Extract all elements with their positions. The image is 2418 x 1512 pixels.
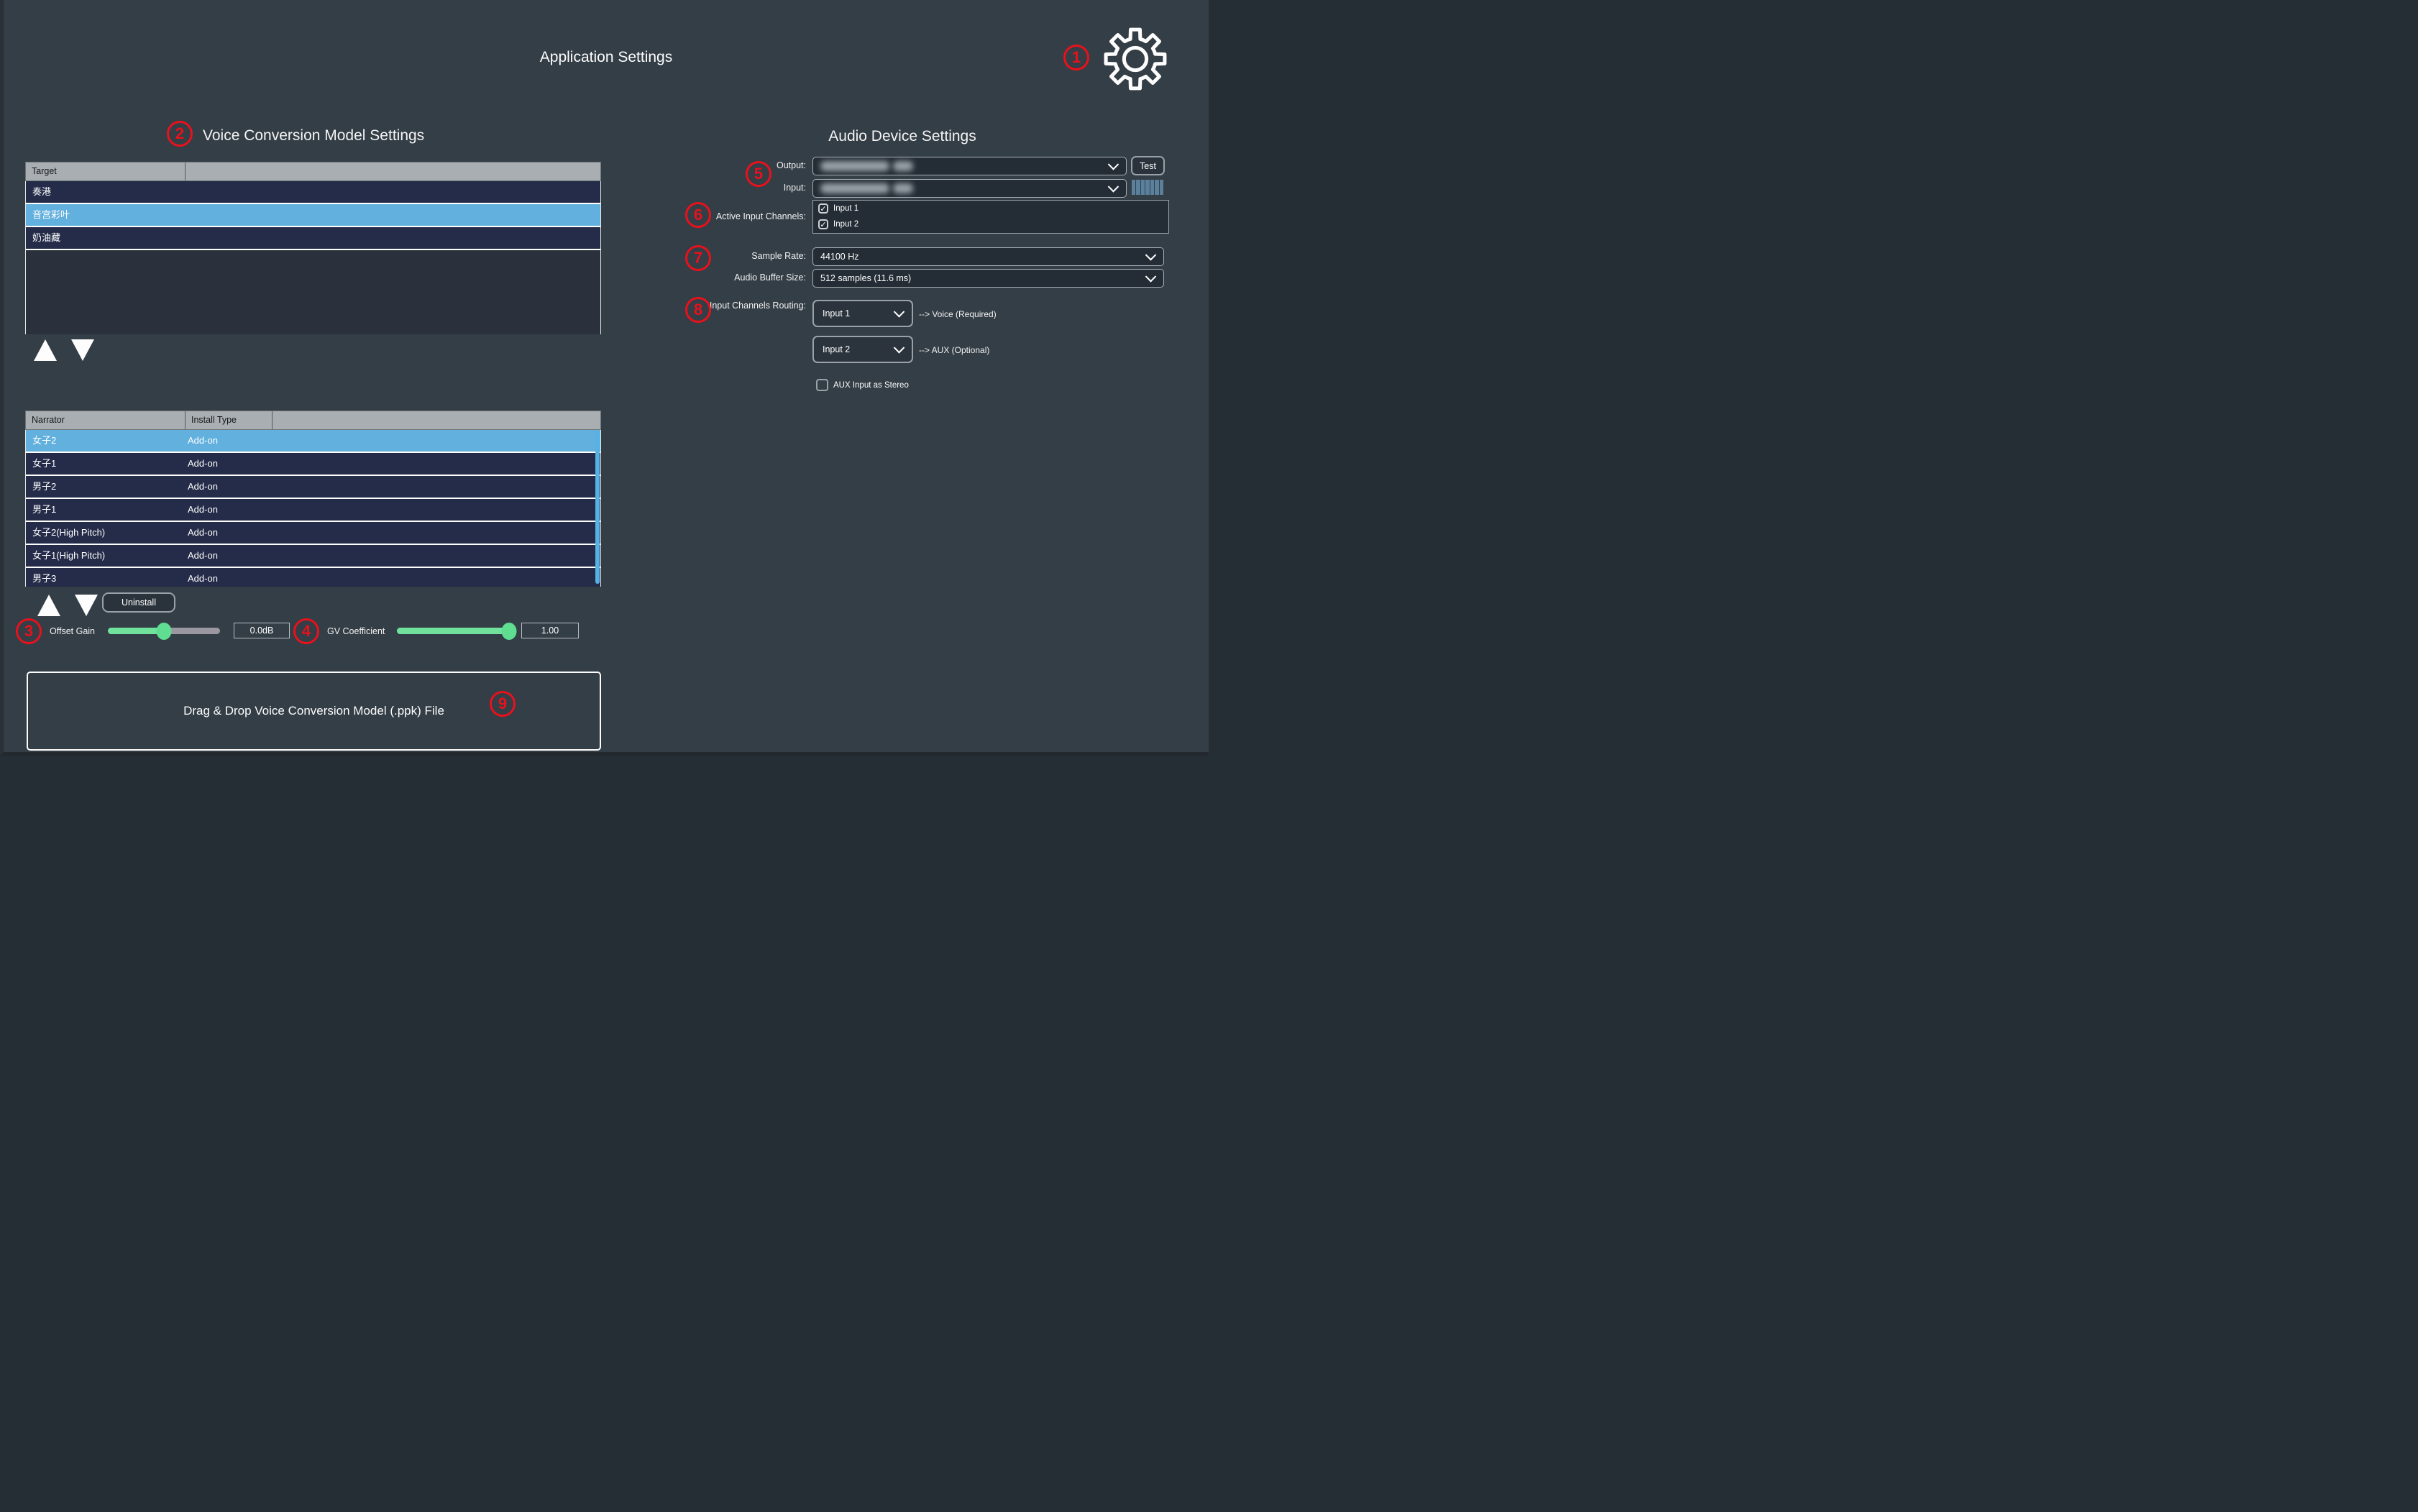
table-row-selected[interactable]: 女子2 Add-on (26, 430, 600, 453)
chevron-down-icon (893, 306, 905, 318)
chevron-down-icon (1145, 249, 1157, 261)
table-row[interactable]: 男子2 Add-on (26, 476, 600, 499)
redacted-device-name (820, 183, 889, 193)
move-up-button[interactable] (34, 339, 57, 361)
active-input-channels-label: Active Input Channels: (715, 211, 806, 221)
channel-checkbox-row[interactable]: ✓ Input 2 (818, 219, 858, 229)
aux-stereo-label: AUX Input as Stereo (833, 380, 909, 390)
sample-rate-label: Sample Rate: (751, 251, 806, 261)
chevron-down-icon (1145, 271, 1157, 283)
target-table-header: Target (25, 162, 601, 181)
table-row[interactable]: 女子2(High Pitch) Add-on (26, 522, 600, 545)
annotation-1: 1 (1063, 45, 1089, 70)
input-device-dropdown[interactable] (812, 179, 1127, 198)
table-row[interactable]: 奏港 (26, 181, 600, 204)
chevron-down-icon (1107, 159, 1119, 170)
channel-checkbox-row[interactable]: ✓ Input 1 (818, 203, 858, 214)
channel-label: Input 2 (833, 220, 859, 229)
header-divider (185, 162, 186, 180)
table-scrollbar[interactable] (595, 431, 600, 584)
model-file-dropzone[interactable]: Drag & Drop Voice Conversion Model (.ppk… (27, 672, 601, 751)
aux-stereo-checkbox-row[interactable]: AUX Input as Stereo (816, 379, 909, 391)
checkbox-checked-icon[interactable]: ✓ (818, 219, 828, 229)
test-button[interactable]: Test (1131, 156, 1165, 175)
narrator-table-body: 女子2 Add-on 女子1 Add-on 男子2 Add-on 男子1 Add… (25, 430, 601, 587)
application-settings-window: Application Settings 1 2 Voice Conversio… (0, 0, 1209, 756)
chevron-down-icon (1107, 181, 1119, 193)
chevron-down-icon (893, 342, 905, 354)
aux-routing-value: Input 2 (823, 344, 851, 354)
annotation-4: 4 (293, 618, 319, 644)
checkbox-checked-icon[interactable]: ✓ (818, 203, 828, 214)
move-down-button[interactable] (71, 339, 94, 361)
channel-label: Input 1 (833, 204, 859, 213)
input-level-meter (1132, 180, 1163, 195)
audio-buffer-size-value: 512 samples (11.6 ms) (820, 273, 912, 283)
output-label: Output: (777, 160, 806, 170)
annotation-3: 3 (16, 618, 42, 644)
offset-gain-value[interactable]: 0.0dB (234, 623, 290, 638)
annotation-9: 9 (490, 691, 516, 717)
input-channels-routing-label: Input Channels Routing: (709, 301, 806, 311)
redacted-device-name (893, 161, 913, 171)
offset-gain-label: Offset Gain (50, 626, 95, 636)
move-up-button[interactable] (37, 595, 60, 616)
audio-device-section-title: Audio Device Settings (828, 128, 976, 145)
gv-coefficient-slider[interactable] (397, 622, 517, 640)
slider-fill (397, 628, 509, 634)
annotation-6: 6 (685, 202, 711, 228)
target-column-header: Target (32, 166, 57, 176)
aux-routing-target: --> AUX (Optional) (919, 345, 990, 355)
table-row[interactable]: 女子1 Add-on (26, 453, 600, 476)
header-divider (272, 411, 273, 429)
narrator-table-header: Narrator Install Type (25, 411, 601, 430)
narrator-table: Narrator Install Type 女子2 Add-on 女子1 Add… (25, 411, 601, 587)
uninstall-button[interactable]: Uninstall (102, 592, 175, 613)
annotation-7: 7 (685, 245, 711, 271)
voice-routing-target: --> Voice (Required) (919, 309, 997, 319)
aux-routing-dropdown[interactable]: Input 2 (812, 336, 913, 363)
voice-routing-value: Input 1 (823, 308, 851, 319)
table-row[interactable]: 男子1 Add-on (26, 499, 600, 522)
move-down-button[interactable] (75, 595, 98, 616)
slider-thumb[interactable] (156, 622, 172, 640)
gv-coefficient-label: GV Coefficient (327, 626, 385, 636)
install-type-column-header: Install Type (191, 415, 237, 425)
input-label: Input: (783, 183, 806, 193)
checkbox-unchecked-icon[interactable] (816, 379, 828, 391)
annotation-5: 5 (746, 161, 771, 187)
table-row[interactable]: 男子3 Add-on (26, 568, 600, 587)
redacted-device-name (893, 183, 913, 193)
page-title: Application Settings (539, 49, 673, 65)
output-device-dropdown[interactable] (812, 157, 1127, 175)
header-divider (185, 411, 186, 429)
table-row-selected[interactable]: 音宫彩叶 (26, 204, 600, 227)
target-table-body: 奏港 音宫彩叶 奶油藏 (25, 181, 601, 334)
annotation-2: 2 (167, 121, 193, 147)
table-row[interactable]: 女子1(High Pitch) Add-on (26, 545, 600, 568)
redacted-device-name (820, 161, 889, 171)
sample-rate-dropdown[interactable]: 44100 Hz (812, 247, 1164, 266)
table-row[interactable]: 奶油藏 (26, 227, 600, 250)
dropzone-text: Drag & Drop Voice Conversion Model (.ppk… (183, 704, 444, 718)
annotation-8: 8 (685, 297, 711, 323)
sample-rate-value: 44100 Hz (820, 252, 859, 262)
active-input-channels-box: ✓ Input 1 ✓ Input 2 (812, 200, 1169, 234)
voice-routing-dropdown[interactable]: Input 1 (812, 300, 913, 327)
audio-buffer-size-dropdown[interactable]: 512 samples (11.6 ms) (812, 269, 1164, 288)
narrator-column-header: Narrator (32, 415, 65, 425)
slider-fill (108, 628, 164, 634)
slider-thumb[interactable] (501, 622, 517, 640)
target-table: Target 奏港 音宫彩叶 奶油藏 (25, 162, 601, 334)
offset-gain-slider[interactable] (108, 622, 220, 640)
voice-conversion-section-title: Voice Conversion Model Settings (203, 127, 425, 144)
gear-icon[interactable] (1102, 26, 1168, 92)
audio-buffer-size-label: Audio Buffer Size: (734, 272, 806, 283)
gv-coefficient-value[interactable]: 1.00 (521, 623, 579, 638)
